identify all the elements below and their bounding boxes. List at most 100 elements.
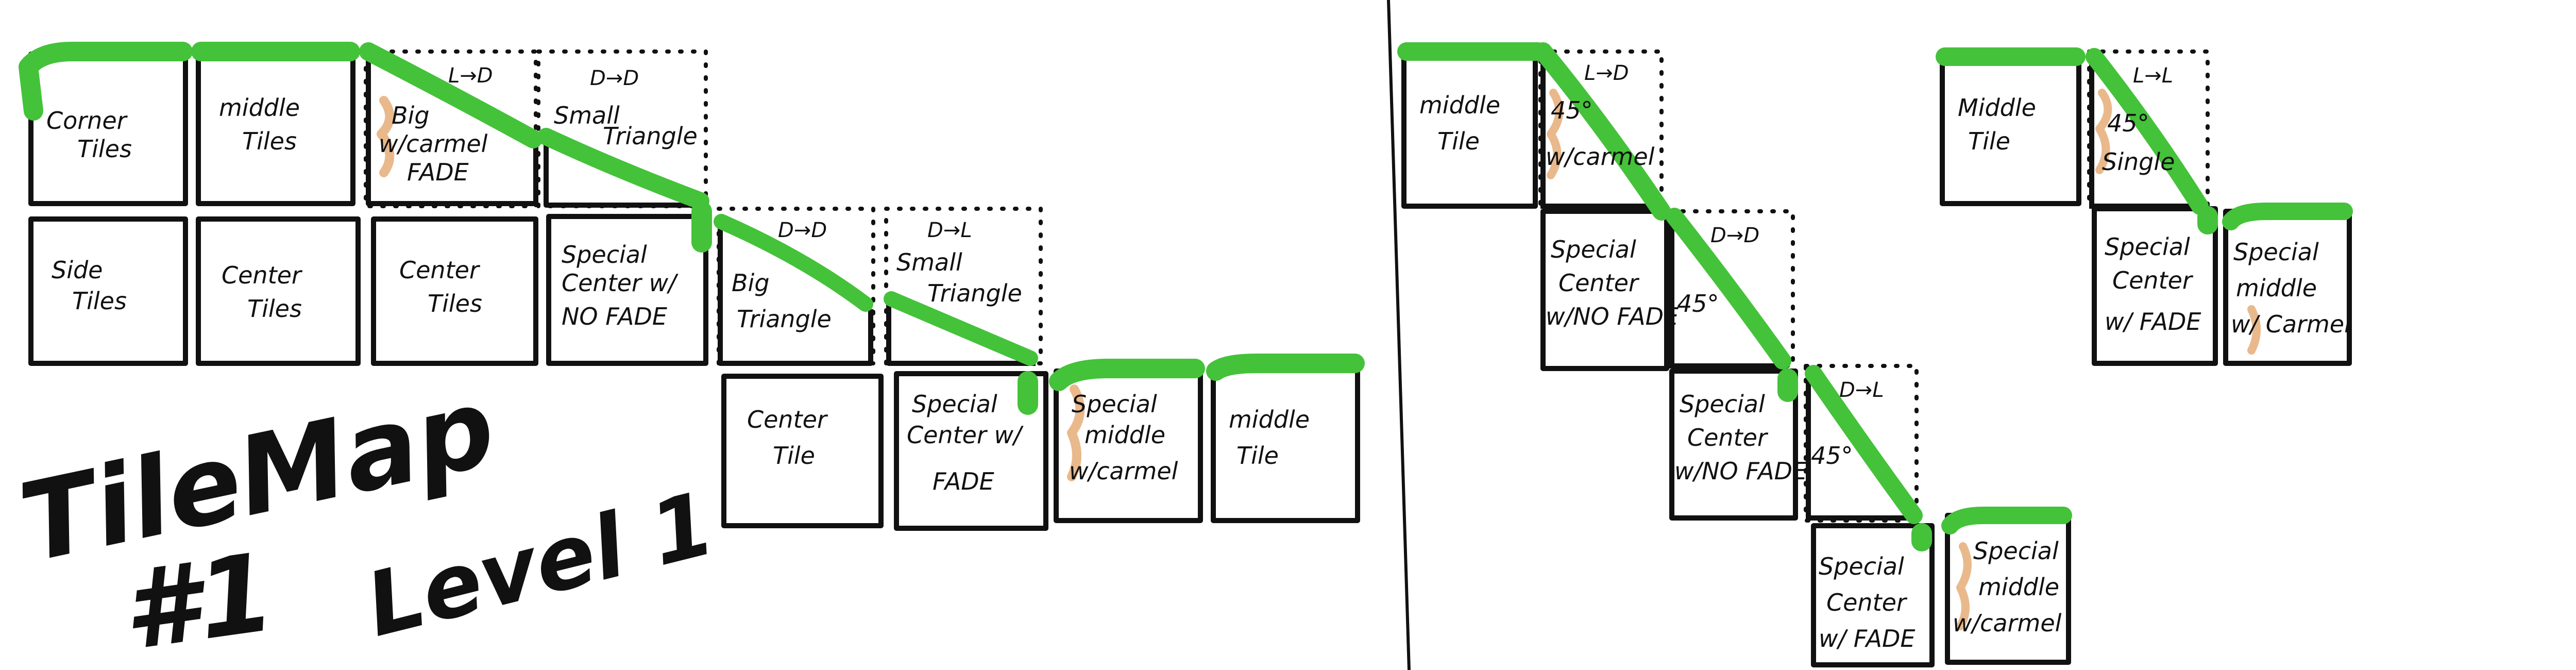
single-label-ll-2: Single: [2102, 148, 2175, 176]
steep-special-nofade-2: [1669, 368, 1798, 521]
label-center1-1: Center: [222, 261, 303, 289]
tile-center-tile: [721, 374, 884, 528]
left-tilemap: L→D D→D D→D D→L Corner Tiles middle Tile…: [19, 42, 1365, 531]
label-midtile-2: Tile: [1236, 442, 1279, 470]
label-center2-2: Tiles: [428, 290, 482, 317]
label-centertile-2: Tile: [773, 442, 815, 470]
steep-label-snf2-3: w/NO FADE: [1674, 457, 1807, 485]
label-corner-2: Tiles: [77, 135, 132, 163]
steep-label-snf1-3: w/NO FADE: [1546, 303, 1679, 330]
tile-center-tiles-2: [371, 216, 538, 366]
steep-special-nofade-1: [1540, 209, 1669, 371]
grass-corner: [19, 42, 193, 121]
single-special-fade: [2092, 206, 2218, 366]
label-smalltri2-2: Triangle: [927, 279, 1022, 307]
tile-small-triangle-solid: [544, 134, 706, 208]
steep-header-dl: D→L: [1839, 378, 1884, 402]
tile-special-center-no-fade: [546, 214, 708, 366]
steep-label-mid-1: middle: [1419, 91, 1500, 119]
steep-label-snf2-1: Special: [1680, 390, 1765, 418]
label-specmid-1: Special: [1072, 390, 1157, 418]
steep-label-snf1-2: Center: [1558, 269, 1640, 297]
steep-label-sm-3: w/carmel: [1953, 609, 2062, 637]
single-label-sf-2: Center: [2112, 266, 2194, 294]
grass-small-triangle-2: [884, 291, 1038, 366]
single-label-sm-1: Special: [2233, 238, 2319, 266]
steep-label-snf1-1: Special: [1551, 236, 1636, 263]
header-big-ld: L→D: [448, 64, 493, 88]
title-number: #1: [115, 529, 282, 670]
steep-dd-solid: [1669, 216, 1788, 368]
label-side-2: Tiles: [72, 287, 127, 315]
grass-big-triangle: [714, 214, 873, 312]
label-midtile-1: middle: [1229, 406, 1310, 433]
single-grass-special-middle: [2222, 203, 2353, 230]
steep-header-ld: L→D: [1584, 61, 1629, 85]
steep-label-sm-2: middle: [1978, 573, 2059, 601]
label-smalltri2-1: Small: [896, 248, 962, 276]
label-centertile-1: Center: [747, 406, 828, 433]
steep-label-sf-2: Center: [1826, 589, 1908, 616]
single-label-sm-2: middle: [2236, 274, 2317, 302]
steep-dl-solid: [1806, 371, 1914, 521]
steep-special-fade: [1811, 523, 1935, 667]
steep-grass-slope2: [1666, 208, 1791, 370]
header-big-triangle-dd: D→D: [778, 219, 827, 242]
grass-big-slope: [359, 42, 543, 148]
single-label-ll-1: 45°: [2107, 109, 2149, 137]
steep-label-mid-2: Tile: [1437, 127, 1480, 155]
steep-label-sf-1: Special: [1819, 552, 1904, 580]
single-middle-tile: [1940, 52, 2081, 206]
label-center2-1: Center: [399, 256, 481, 284]
label-big-2: w/carmel: [379, 130, 488, 158]
grass-special-middle: [1049, 359, 1205, 391]
steep-label-dl-1: 45°: [1811, 442, 1853, 470]
caramel-big: [377, 96, 395, 177]
tile-side-tiles: [28, 216, 188, 366]
steep-label-sf-3: w/ FADE: [1819, 625, 1915, 652]
tile-corner-tiles: [28, 52, 188, 206]
label-big-1: Big: [392, 102, 430, 129]
steep-label-ld-1: 45°: [1551, 96, 1593, 124]
tile-small-triangle-outline: [536, 49, 708, 208]
steep-middle-tile: [1401, 49, 1538, 209]
single-label-sf-1: Special: [2105, 233, 2190, 261]
grass-middle-tile: [1206, 354, 1365, 381]
steep-label-sm-1: Special: [1973, 537, 2059, 565]
label-corner-1: Corner: [46, 107, 128, 135]
label-specfade-1: Special: [912, 390, 997, 418]
label-special-nofade-1: Special: [562, 241, 647, 269]
header-small-dd: D→D: [590, 66, 639, 90]
single-caramel-special: [2247, 305, 2261, 355]
label-center1-2: Tiles: [247, 295, 302, 323]
tile-middle-tile: [1211, 363, 1360, 523]
single-label-mid-1: Middle: [1958, 94, 2036, 122]
tile-big-solid: [366, 52, 538, 206]
steep-label-dd-1: 45°: [1677, 290, 1719, 317]
label-specfade-2: Center w/: [907, 421, 1024, 449]
label-big-3: FADE: [407, 158, 469, 186]
single-caramel-ll: [2095, 89, 2112, 174]
steep-header-dd: D→D: [1710, 224, 1759, 247]
title-block: TileMap #1 Level 1: [10, 364, 724, 670]
label-bigtri-2: Triangle: [737, 305, 832, 333]
section-divider: [1387, 0, 1411, 670]
right-steep-tilemap: L→D D→D D→L middle Tile 45° w/carmel Spe…: [1397, 42, 2072, 667]
tile-middle-tiles: [196, 52, 355, 206]
single-special-middle-carmel: [2223, 209, 2352, 366]
single-label-mid-2: Tile: [1968, 127, 2010, 155]
tile-big-outline: [364, 49, 538, 208]
steep-grass-slope3: [1805, 365, 1923, 524]
steep-label-snf2-2: Center: [1687, 424, 1769, 451]
label-small-1: Small: [554, 102, 620, 129]
tile-center-tiles-1: [196, 216, 361, 366]
label-special-nofade-2: Center w/: [562, 269, 679, 297]
label-middle-1: middle: [219, 94, 300, 122]
label-specmid-2: middle: [1084, 421, 1165, 449]
label-small-2: Triangle: [603, 122, 698, 150]
steep-ld-solid: [1540, 57, 1659, 209]
header-small-triangle-dl: D→L: [927, 219, 972, 242]
steep-caramel-ld: [1547, 89, 1564, 179]
single-label-sf-3: w/ FADE: [2105, 308, 2201, 336]
